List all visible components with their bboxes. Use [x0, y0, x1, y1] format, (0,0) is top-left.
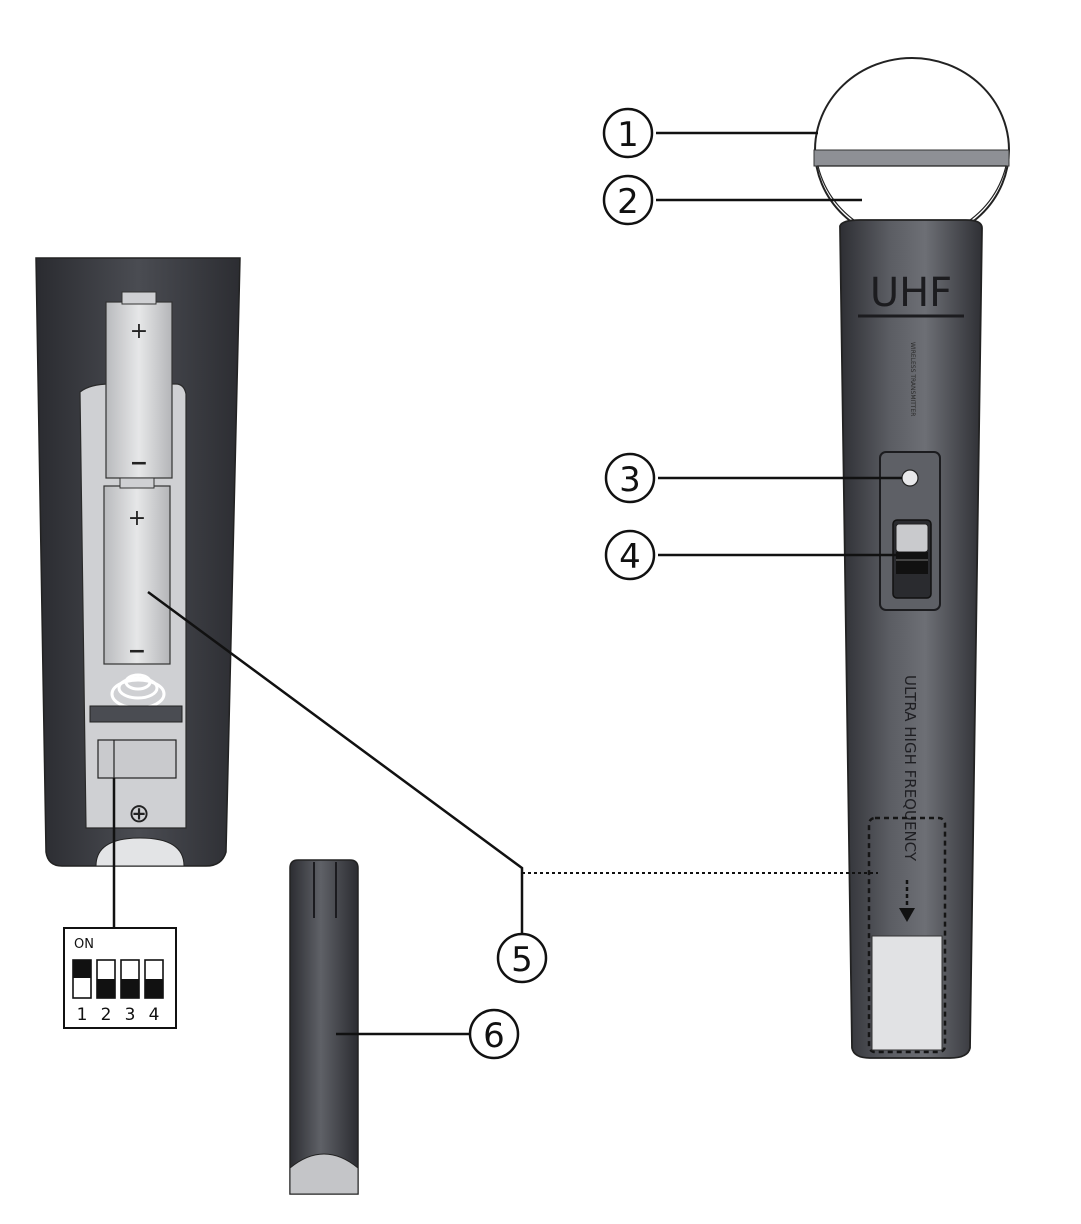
mic-small-print: WIRELESS TRANSMITTER: [909, 342, 916, 416]
dip-number-2: 2: [101, 1005, 112, 1025]
cover-bottom-lip: [289, 1153, 359, 1195]
power-switch-knob-lower: [896, 552, 928, 574]
battery-top: [105, 301, 173, 479]
battery-top-plus: +: [130, 319, 148, 344]
power-switch-knob: [895, 523, 929, 553]
dip-switch-window: [97, 739, 177, 779]
callout-5: 5: [496, 932, 548, 984]
mic-battery-region: [867, 816, 947, 1054]
callout-5-number: 5: [511, 940, 533, 980]
screw-icon: ⊕: [128, 799, 150, 829]
dip-number-3: 3: [125, 1005, 136, 1025]
battery-cover: [289, 859, 359, 1195]
callout-4: 4: [604, 529, 656, 581]
battery-top-minus: −: [130, 451, 148, 476]
dip-number-1: 1: [77, 1005, 88, 1025]
mic-body: [839, 219, 983, 1059]
dip-switch-4: [144, 959, 164, 999]
callout-5-line: [147, 590, 524, 936]
callout-2: 2: [602, 174, 654, 226]
callout-3: 3: [604, 452, 656, 504]
slide-direction-arrow-icon: [899, 908, 915, 922]
callout-lines: [147, 131, 902, 1036]
dip-switch-2: [96, 959, 116, 999]
callout-4-number: 4: [619, 537, 641, 577]
callout-3-number: 3: [619, 460, 641, 500]
dip-number-4: 4: [149, 1005, 160, 1025]
mic-cover-window: [871, 935, 943, 1051]
callout-1: 1: [602, 107, 654, 159]
mic-grille-ring: [813, 149, 1010, 167]
dip-switch-3: [120, 959, 140, 999]
callout-6: 6: [468, 1008, 520, 1060]
battery-bottom-terminal: [119, 477, 155, 489]
callout-1-number: 1: [617, 115, 639, 155]
mic-brand-label: UHF: [870, 270, 952, 316]
battery-bottom-plus: +: [128, 506, 146, 531]
dip-switch-1: [72, 959, 92, 999]
callout-markers: 1 2 3 4 5 6: [468, 107, 656, 1060]
dip-on-label: ON: [74, 937, 94, 952]
callout-6-number: 6: [483, 1016, 505, 1056]
power-led: [901, 469, 919, 487]
microphone-front-view: UHF WIRELESS TRANSMITTER ULTRA HIGH FREQ…: [813, 57, 1010, 1059]
back-bottom-clip: [95, 837, 185, 867]
transmitter-back-view: + − + − ⊕: [35, 257, 241, 867]
battery-cover-body: [289, 859, 359, 1195]
battery-top-terminal: [121, 291, 157, 305]
battery-bottom-minus: −: [128, 639, 146, 664]
compartment-divider: [89, 705, 183, 723]
callout-2-number: 2: [617, 182, 639, 222]
dip-switch-detail: ON 1 2 3 4: [63, 927, 177, 1029]
mic-band-text: ULTRA HIGH FREQUENCY: [901, 675, 919, 862]
